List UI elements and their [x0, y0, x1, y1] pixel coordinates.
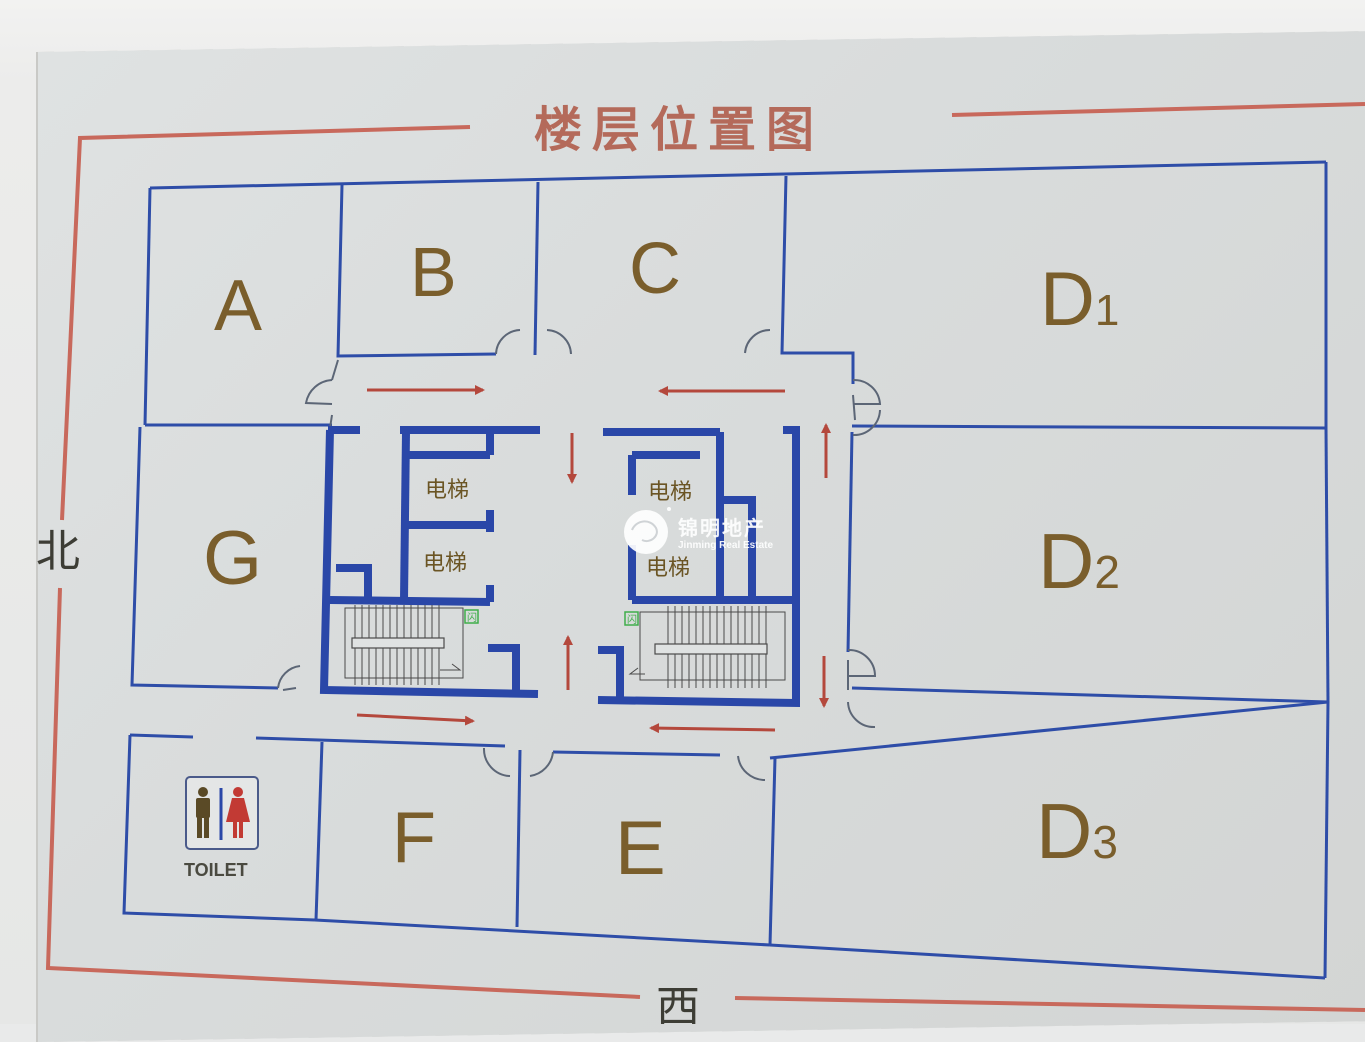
watermark-logo-icon — [624, 510, 668, 554]
emergency-exit-right: 闪 — [624, 611, 639, 626]
male-icon — [196, 787, 210, 838]
watermark: 锦明地产 Jinming Real Estate — [624, 507, 773, 554]
elevator-label: 电梯 — [646, 556, 690, 581]
room-label-c: C — [629, 229, 681, 309]
door-swings — [277, 328, 882, 782]
room-label-g: G — [203, 516, 262, 601]
outer-frame — [45, 102, 1365, 1012]
room-walls — [122, 160, 1330, 980]
female-icon — [226, 787, 250, 838]
elevator-label: 电梯 — [425, 478, 469, 503]
exit-icon: 闪 — [627, 613, 637, 626]
room-label-d1: D1 — [1040, 257, 1119, 342]
watermark-name-en: Jinming Real Estate — [678, 540, 773, 551]
room-label-a: A — [214, 266, 262, 346]
compass-west: 西 — [656, 982, 700, 1024]
page-title: 楼层位置图 — [534, 102, 824, 158]
toilet-sign: TOILET — [184, 776, 259, 880]
watermark-name-cn: 锦明地产 — [678, 516, 766, 540]
core-walls-left — [319, 426, 540, 698]
room-label-f: F — [392, 798, 436, 878]
staircase-left — [344, 605, 464, 685]
toilet-label: TOILET — [184, 860, 248, 880]
room-label-d3: D3 — [1036, 787, 1118, 875]
room-label-b: B — [410, 233, 457, 311]
arrow-left-icon — [649, 723, 776, 734]
exit-icon: 闪 — [467, 611, 477, 624]
elevator-label: 电梯 — [423, 551, 467, 576]
elevator-label: 电梯 — [648, 480, 692, 505]
core-walls-right — [597, 426, 800, 708]
arrow-right-icon — [356, 713, 475, 726]
compass-north: 北 — [36, 526, 80, 577]
room-label-d2: D2 — [1038, 517, 1120, 605]
room-label-e: E — [615, 806, 666, 891]
staircase-right — [628, 606, 786, 688]
emergency-exit-left: 闪 — [464, 609, 479, 624]
circulation-arrows — [356, 385, 831, 734]
